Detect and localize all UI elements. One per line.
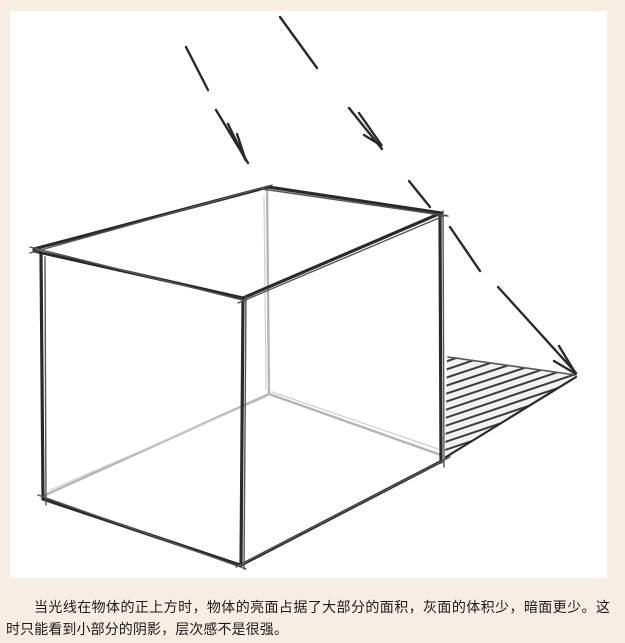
cast-shadow: [442, 339, 585, 459]
visible-edges: [34, 187, 442, 565]
light-ray-arrows: [186, 17, 576, 374]
illustration-panel: [10, 11, 607, 578]
figure-caption: 当光线在物体的正上方时，物体的亮面占据了大部分的面积，灰面的体积少，暗面更少。这…: [6, 597, 610, 641]
box-sketch-illustration: [10, 11, 607, 578]
